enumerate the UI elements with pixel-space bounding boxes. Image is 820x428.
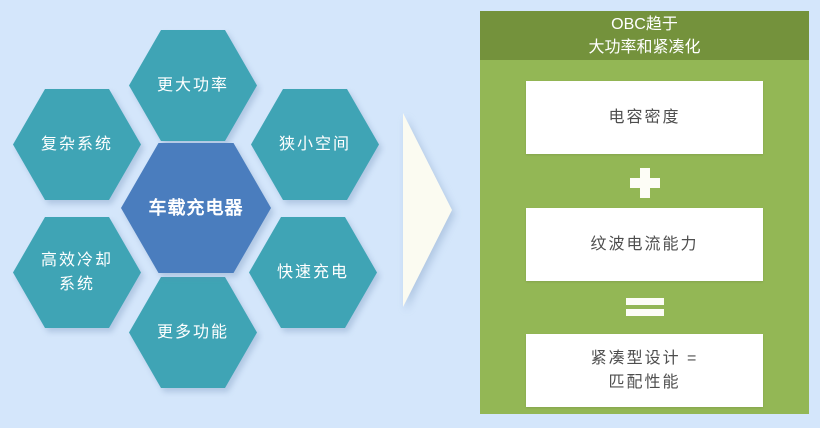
hexagon-more-functions: 更多功能 [129, 277, 257, 388]
plus-icon [629, 168, 660, 198]
equals-bar [625, 298, 664, 305]
hexagon-label: 狭小空间 [278, 135, 351, 153]
hexagon-center-label: 车载充电器 [148, 197, 244, 218]
hexagon-label: 更大功率 [156, 76, 229, 94]
panel-header: OBC趋于 大功率和紧凑化 [480, 11, 809, 60]
hexagon-label: 快速充电 [276, 263, 349, 281]
hexagon-label: 复杂系统 [40, 135, 113, 153]
hexagon-label: 更多功能 [156, 323, 229, 341]
hexagon-label-line1: 高效冷却 [40, 252, 113, 270]
box-capacitance-density: 电容密度 [526, 81, 763, 154]
hexagon-fast-charging: 快速充电 [249, 217, 377, 328]
equals-icon [625, 298, 664, 316]
hexagon-narrow-space: 狭小空间 [251, 89, 379, 200]
hexagon-onboard-charger: 车载充电器 [121, 143, 271, 273]
panel-body: 电容密度 纹波电流能力 紧凑型设计 = 匹配性能 [480, 60, 809, 414]
panel-title-line2: 大功率和紧凑化 [588, 39, 701, 57]
hexagon-shape: 车载充电器 [121, 143, 271, 273]
box-label-line2: 匹配性能 [608, 373, 681, 391]
obc-trend-panel: OBC趋于 大功率和紧凑化 电容密度 纹波电流能力 紧凑型设计 = 匹配性能 [480, 11, 809, 414]
hexagon-label-line2: 系统 [58, 275, 95, 293]
box-label-line1: 紧凑型设计 = [590, 349, 699, 367]
box-compact-design: 紧凑型设计 = 匹配性能 [526, 334, 763, 407]
right-arrow-icon [403, 113, 452, 307]
hexagon-greater-power: 更大功率 [129, 30, 257, 141]
hexagon-shape: 更多功能 [129, 277, 257, 388]
equals-bar [625, 309, 664, 316]
hexagon-complex-system: 复杂系统 [13, 89, 141, 200]
hexagon-shape: 狭小空间 [251, 89, 379, 200]
hexagon-efficient-cooling: 高效冷却 系统 [13, 217, 141, 328]
hexagon-shape: 更大功率 [129, 30, 257, 141]
box-label: 纹波电流能力 [590, 235, 699, 253]
hexagon-shape: 快速充电 [249, 217, 377, 328]
panel-title-line1: OBC趋于 [611, 16, 678, 33]
box-ripple-current-capability: 纹波电流能力 [526, 208, 763, 281]
box-label: 电容密度 [608, 108, 681, 126]
